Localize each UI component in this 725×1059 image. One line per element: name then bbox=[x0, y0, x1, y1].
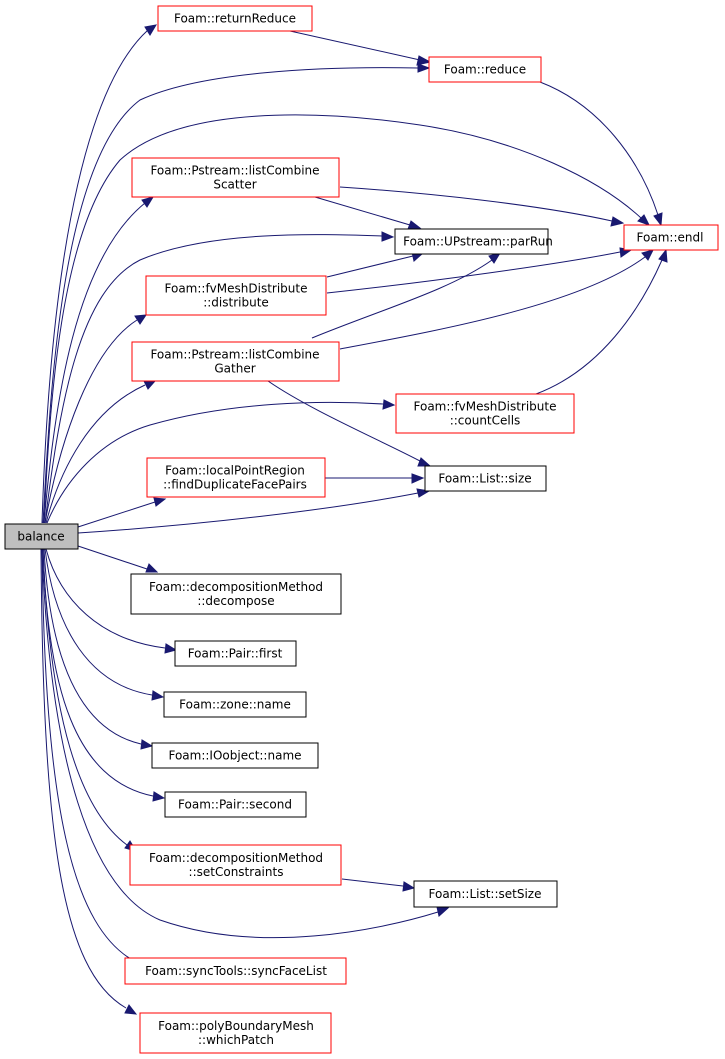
node-box bbox=[174, 640, 297, 667]
node-foam-localpointregion-findduplicatefacepairs[interactable]: Foam::localPointRegion::findDuplicateFac… bbox=[146, 457, 326, 498]
edge-balance-zonename bbox=[44, 548, 165, 701]
node-label-line: Foam::IOobject::name bbox=[168, 749, 301, 763]
node-box bbox=[124, 957, 347, 985]
node-foam-list-size[interactable]: Foam::List::size bbox=[424, 465, 547, 492]
node-label-line: Foam::decompositionMethod bbox=[149, 851, 323, 865]
edge-listcombinegather-endl bbox=[339, 249, 654, 350]
node-foam-polyboundarymesh-whichpatch[interactable]: Foam::polyBoundaryMesh::whichPatch bbox=[139, 1012, 332, 1054]
node-foam-fvmeshdistribute-countcells[interactable]: Foam::fvMeshDistribute::countCells bbox=[395, 393, 575, 434]
edge-reduce-endl bbox=[539, 81, 663, 227]
node-label-line: Foam::localPointRegion bbox=[165, 464, 305, 478]
node-label-line: Foam::List::size bbox=[438, 472, 531, 486]
node-label-line: Foam::zone::name bbox=[179, 698, 291, 712]
node-box bbox=[395, 393, 575, 434]
node-foam-synctools-syncfacelist[interactable]: Foam::syncTools::syncFaceList bbox=[124, 957, 347, 985]
node-label-line: Foam::decompositionMethod bbox=[149, 580, 323, 594]
node-label-line: Foam::Pstream::listCombine bbox=[150, 164, 319, 178]
node-box bbox=[146, 457, 326, 498]
node-box bbox=[151, 742, 319, 769]
node-box bbox=[623, 224, 719, 251]
node-label-line: Foam::polyBoundaryMesh bbox=[158, 1019, 314, 1033]
edge-balance-pairfirst bbox=[45, 548, 178, 654]
node-label-line: Gather bbox=[214, 362, 255, 376]
node-foam-decompositionmethod-setconstraints[interactable]: Foam::decompositionMethod::setConstraint… bbox=[129, 844, 342, 886]
edge-findduplicatefacepairs-listsize bbox=[325, 473, 425, 484]
node-label-line: Foam::Pstream::listCombine bbox=[150, 348, 319, 362]
edge-setconstraints-listsetsize bbox=[341, 878, 416, 892]
node-label-line: ::setConstraints bbox=[189, 865, 284, 879]
node-label-line: Foam::reduce bbox=[444, 63, 526, 77]
node-label-line: ::decompose bbox=[197, 594, 274, 608]
edge-fvdistribute-endl bbox=[326, 247, 633, 294]
edge-balance-iobjectname bbox=[43, 548, 154, 750]
node-box bbox=[130, 573, 342, 615]
node-foam-upstream-parrun[interactable]: Foam::UPstream::parRun bbox=[394, 228, 553, 255]
node-box bbox=[145, 275, 327, 316]
node-label-line: Foam::endl bbox=[637, 231, 704, 245]
node-label-line: ::countCells bbox=[450, 414, 521, 428]
edge-balance-reduce bbox=[42, 63, 431, 524]
node-box bbox=[129, 844, 342, 886]
edge-balance-decompose bbox=[77, 545, 159, 573]
node-label-line: ::findDuplicateFacePairs bbox=[163, 478, 307, 492]
edge-balance-fvdistribute bbox=[44, 314, 147, 524]
node-box bbox=[163, 691, 307, 718]
edge-balance-listcombinescatter bbox=[43, 196, 155, 524]
node-box bbox=[424, 465, 547, 492]
edge-listcombinescatter-endl bbox=[339, 186, 625, 227]
edge-listcombinescatter-parrun bbox=[314, 196, 422, 230]
edge-returnreduce-reduce bbox=[289, 30, 432, 66]
node-box bbox=[131, 157, 340, 198]
edge-balance-parrun bbox=[44, 231, 395, 524]
edge-balance-findduplicatefacepairs bbox=[77, 497, 167, 528]
node-label-line: Foam::fvMeshDistribute bbox=[414, 400, 557, 414]
node-foam-decompositionmethod-decompose[interactable]: Foam::decompositionMethod::decompose bbox=[130, 573, 342, 615]
node-foam-iobject-name[interactable]: Foam::IOobject::name bbox=[151, 742, 319, 769]
node-foam-pair-second[interactable]: Foam::Pair::second bbox=[164, 791, 307, 818]
edge-listcombinegather-parrun bbox=[311, 252, 502, 339]
node-balance[interactable]: balance bbox=[4, 523, 79, 550]
edge-balance-endl bbox=[43, 114, 651, 524]
edge-balance-countcells bbox=[46, 399, 396, 524]
node-label-line: Foam::syncTools::syncFaceList bbox=[145, 964, 327, 978]
edge-balance-returnreduce bbox=[41, 24, 157, 524]
edge-countcells-endl bbox=[535, 248, 668, 395]
edge-balance-listcombinegather bbox=[45, 380, 157, 524]
edge-fvdistribute-parrun bbox=[326, 251, 425, 278]
node-foam-reduce[interactable]: Foam::reduce bbox=[428, 56, 542, 83]
node-foam-zone-name[interactable]: Foam::zone::name bbox=[163, 691, 307, 718]
node-label-line: Foam::Pair::first bbox=[188, 647, 283, 661]
node-label-line: ::distribute bbox=[203, 296, 269, 310]
node-box bbox=[139, 1012, 332, 1054]
node-foam-returnreduce[interactable]: Foam::returnReduce bbox=[157, 5, 313, 32]
node-label-line: Foam::List::setSize bbox=[429, 887, 542, 901]
node-box bbox=[428, 56, 542, 83]
node-box bbox=[157, 5, 313, 32]
node-label-line: Foam::returnReduce bbox=[174, 12, 296, 26]
node-label-line: Foam::Pair::second bbox=[178, 798, 292, 812]
edge-balance-whichpatch bbox=[40, 548, 138, 1015]
node-foam-pair-first[interactable]: Foam::Pair::first bbox=[174, 640, 297, 667]
edge-balance-setconstraints bbox=[42, 548, 138, 852]
node-box bbox=[413, 880, 558, 908]
node-foam-endl[interactable]: Foam::endl bbox=[623, 224, 719, 251]
edge-listcombinegather-listsize bbox=[267, 380, 432, 467]
node-box bbox=[164, 791, 307, 818]
node-label-line: balance bbox=[17, 530, 64, 544]
node-foam-list-setsize[interactable]: Foam::List::setSize bbox=[413, 880, 558, 908]
node-label-line: Scatter bbox=[213, 178, 256, 192]
node-label-line: ::whichPatch bbox=[198, 1033, 274, 1047]
node-label-line: Foam::fvMeshDistribute bbox=[165, 282, 308, 296]
node-box bbox=[131, 341, 340, 382]
node-label-line: Foam::UPstream::parRun bbox=[403, 235, 553, 249]
node-box bbox=[4, 523, 79, 550]
node-foam-fvmeshdistribute-distribute[interactable]: Foam::fvMeshDistribute::distribute bbox=[145, 275, 327, 316]
node-box bbox=[394, 228, 549, 255]
